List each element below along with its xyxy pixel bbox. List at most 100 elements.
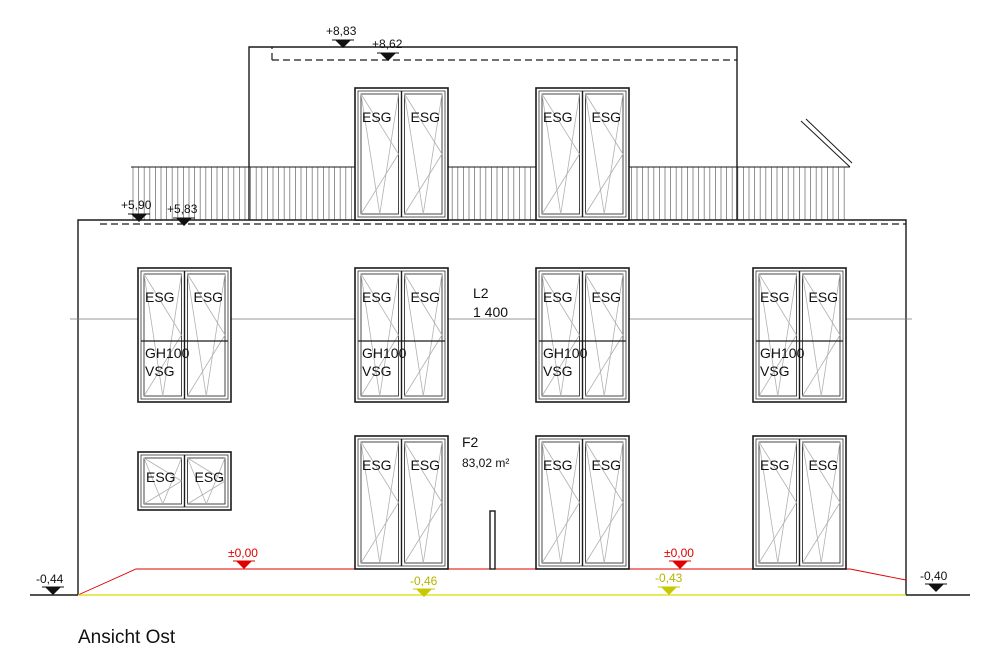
opening-indicator-line: [422, 93, 443, 215]
level-terrain-left-mid: -0,46: [410, 574, 438, 588]
level-marker-main-roof: [176, 218, 192, 226]
opening-indicator-line: [162, 273, 182, 397]
opening-indicator-line: [187, 273, 226, 336]
opening-indicator-line: [379, 441, 399, 564]
opening-indicator-line: [541, 502, 580, 564]
level-zero-right: ±0,00: [664, 546, 694, 560]
opening-indicator-line: [758, 334, 797, 397]
level-terrain-right-edge: -0,40: [920, 569, 948, 583]
opening-indicator-line: [404, 441, 424, 564]
opening-indicator-line: [187, 273, 207, 397]
level-marker-main-parapet: [131, 214, 147, 222]
door-ground-3: ESG ESG: [752, 435, 847, 570]
glass-label-esg: ESG: [543, 289, 573, 305]
level-zero-left: ±0,00: [228, 546, 258, 560]
opening-indicator-line: [560, 441, 580, 564]
opening-indicator-line: [802, 273, 822, 397]
level-markers-group: [42, 39, 947, 597]
glass-label-gh100: GH100: [760, 345, 805, 361]
level-marker-terrain-right-edge: [928, 584, 944, 592]
opening-indicator-line: [541, 273, 562, 397]
opening-indicator-line: [585, 334, 624, 397]
glass-label-vsg: VSG: [362, 363, 392, 379]
level-marker-terrain-left-mid: [416, 589, 432, 597]
door-ground-1: ESG ESG: [354, 435, 449, 570]
opening-indicator-line: [143, 480, 182, 505]
opening-indicator-line: [603, 441, 624, 564]
opening-indicator-line: [802, 441, 841, 503]
opening-indicator-line: [758, 273, 797, 336]
opening-indicator-line: [541, 153, 580, 215]
opening-indicator-line: [187, 457, 207, 505]
opening-indicator-line: [802, 273, 841, 336]
glass-label-esg: ESG: [760, 289, 790, 305]
opening-indicator-line: [360, 502, 399, 564]
opening-indicator-line: [758, 502, 797, 564]
opening-indicator-line: [758, 441, 779, 564]
opening-indicator-line: [360, 93, 399, 155]
opening-indicator-line: [820, 441, 841, 564]
opening-indicator-line: [143, 273, 182, 336]
glass-label-esg: ESG: [592, 289, 622, 305]
opening-indicator-line: [404, 502, 443, 564]
room-value-upper: 1 400: [473, 304, 508, 320]
glass-label-vsg: VSG: [760, 363, 790, 379]
glass-label-esg: ESG: [145, 289, 175, 305]
downpipe-post: [489, 510, 496, 570]
opening-indicator-line: [404, 93, 424, 215]
opening-indicator-line: [585, 273, 624, 336]
opening-indicator-line: [187, 457, 226, 482]
opening-indicator-line: [585, 441, 605, 564]
glass-label-esg: ESG: [411, 109, 441, 125]
opening-indicator-line: [360, 441, 381, 564]
railing-diagonal-stub-inner: [805, 118, 853, 164]
glass-label-esg: ESG: [592, 457, 622, 473]
opening-indicator-line: [360, 93, 381, 215]
terrain-zero-line: [77, 568, 907, 596]
level-marker-top-parapet: [335, 40, 351, 48]
opening-indicator-line: [162, 457, 182, 505]
glass-label-vsg: VSG: [543, 363, 573, 379]
opening-indicator-line: [360, 334, 399, 397]
top-storey-outline: [248, 46, 738, 220]
opening-indicator-line: [758, 273, 779, 397]
level-top-roof: +8,62: [372, 37, 403, 51]
glass-label-gh100: GH100: [362, 345, 407, 361]
opening-indicator-line: [758, 441, 797, 503]
room-name-upper: L2: [473, 285, 489, 301]
opening-indicator-line: [379, 273, 399, 397]
main-building-outline: [77, 219, 907, 595]
level-terrain-right-mid: -0,43: [655, 571, 683, 585]
glass-label-esg: ESG: [362, 457, 392, 473]
glass-label-esg: ESG: [411, 289, 441, 305]
opening-indicator-line: [541, 334, 580, 397]
opening-indicator-line: [541, 273, 580, 336]
opening-indicator-line: [143, 334, 182, 397]
opening-indicator-line: [205, 273, 226, 397]
level-marker-zero-left: [236, 561, 252, 569]
opening-indicator-line: [802, 502, 841, 564]
glass-label-esg: ESG: [362, 289, 392, 305]
glass-label-esg: ESG: [809, 457, 839, 473]
opening-indicator-line: [585, 93, 624, 155]
opening-indicator-line: [585, 502, 624, 564]
opening-indicator-line: [360, 273, 399, 336]
glass-label-esg: ESG: [760, 457, 790, 473]
glass-label-esg: ESG: [592, 109, 622, 125]
glass-label-esg: ESG: [411, 457, 441, 473]
level-marker-zero-right: [672, 561, 688, 569]
opening-indicator-line: [360, 153, 399, 215]
drawing-title: Ansicht Ost: [78, 627, 176, 648]
opening-indicator-line: [541, 441, 580, 503]
level-marker-terrain-right-mid: [661, 587, 677, 595]
glass-label-esg: ESG: [194, 289, 224, 305]
opening-indicator-line: [541, 93, 562, 215]
